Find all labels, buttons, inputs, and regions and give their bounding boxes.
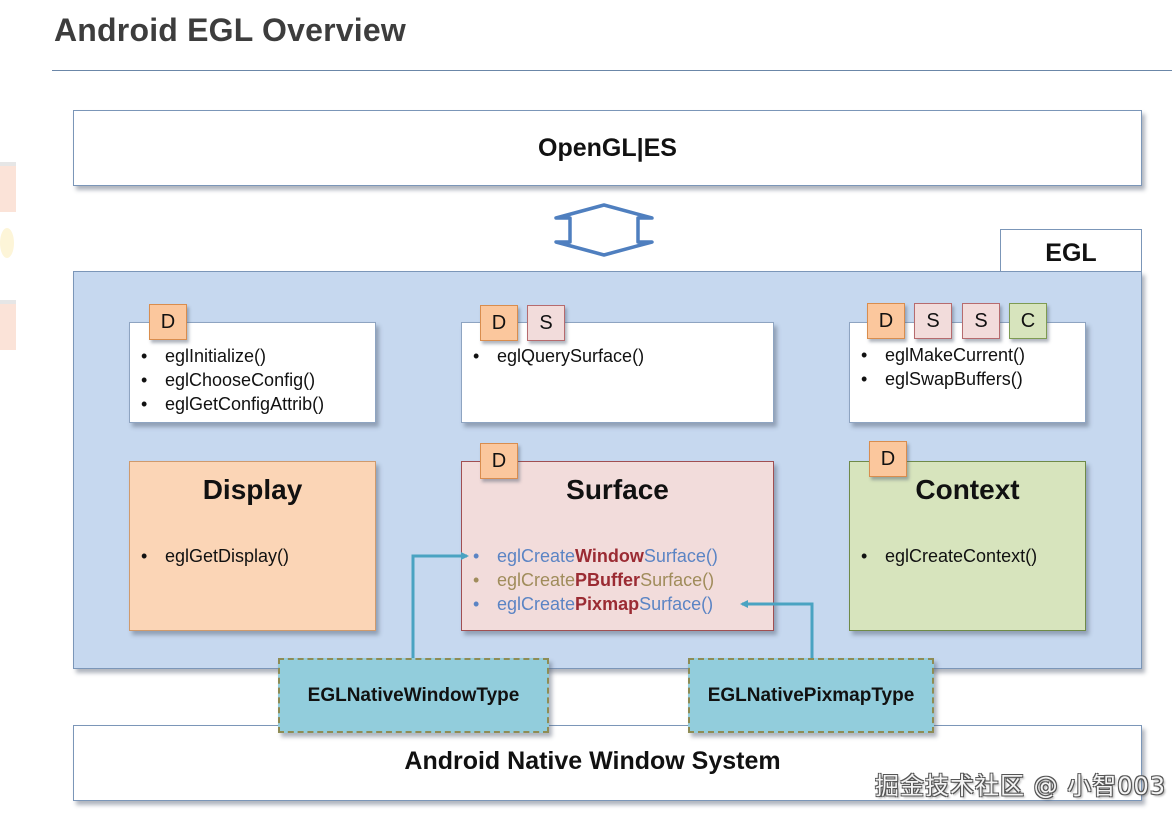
- function-list: eglCreateWindowSurface() eglCreatePBuffe…: [462, 544, 718, 616]
- surface-tag: S: [962, 303, 1000, 339]
- surface-tag: S: [527, 305, 565, 341]
- bidirectional-arrow-icon: [554, 203, 654, 257]
- opengl-es-layer: OpenGL|ES: [73, 110, 1142, 186]
- display-tag: D: [867, 303, 905, 339]
- egl-native-window-type: EGLNativeWindowType: [278, 658, 549, 733]
- function-list: eglMakeCurrent() eglSwapBuffers(): [850, 343, 1085, 391]
- function-list: eglCreateContext(): [850, 544, 1037, 568]
- display-tag: D: [869, 441, 907, 477]
- function-item: eglGetDisplay(): [130, 544, 289, 568]
- function-item: eglQuerySurface(): [462, 344, 773, 368]
- function-item: eglMakeCurrent(): [850, 343, 1085, 367]
- surface-object: Surface eglCreateWindowSurface() eglCrea…: [461, 461, 774, 631]
- function-item: eglCreateContext(): [850, 544, 1037, 568]
- egl-native-pixmap-type: EGLNativePixmapType: [688, 658, 934, 733]
- function-item: eglGetConfigAttrib(): [130, 392, 375, 416]
- egl-label: EGL: [1045, 238, 1097, 267]
- android-native-window-system-layer: Android Native Window System: [73, 725, 1142, 801]
- surface-tag: S: [914, 303, 952, 339]
- function-item: eglChooseConfig(): [130, 368, 375, 392]
- display-tag: D: [480, 305, 518, 341]
- function-item: eglInitialize(): [130, 344, 375, 368]
- function-list: eglGetDisplay(): [130, 544, 289, 568]
- egl-tab-label: EGL: [1000, 229, 1142, 272]
- background-bleed: [0, 228, 14, 258]
- context-object: Context eglCreateContext(): [849, 461, 1086, 631]
- surface-title: Surface: [566, 474, 669, 505]
- function-list: eglInitialize() eglChooseConfig() eglGet…: [130, 344, 375, 416]
- function-item: eglSwapBuffers(): [850, 367, 1085, 391]
- title-divider: [52, 70, 1172, 71]
- page-title: Android EGL Overview: [54, 12, 406, 48]
- context-title: Context: [915, 474, 1020, 505]
- android-native-window-system-label: Android Native Window System: [404, 746, 781, 775]
- function-list: eglQuerySurface(): [462, 344, 773, 368]
- background-bleed: [0, 300, 16, 350]
- function-item-pixmap-surface: eglCreatePixmapSurface(): [462, 592, 718, 616]
- display-tag: D: [480, 443, 518, 479]
- function-item-window-surface: eglCreateWindowSurface(): [462, 544, 718, 568]
- native-window-label: EGLNativeWindowType: [307, 684, 520, 706]
- display-title: Display: [202, 474, 303, 505]
- native-pixmap-label: EGLNativePixmapType: [707, 684, 915, 706]
- opengl-es-label: OpenGL|ES: [538, 133, 677, 162]
- background-bleed: [0, 162, 16, 212]
- watermark: 掘金技术社区 @ 小智003: [875, 772, 1167, 800]
- display-tag: D: [149, 304, 187, 340]
- context-tag: C: [1009, 303, 1047, 339]
- function-item-pbuffer-surface: eglCreatePBufferSurface(): [462, 568, 718, 592]
- display-object: Display eglGetDisplay(): [129, 461, 376, 631]
